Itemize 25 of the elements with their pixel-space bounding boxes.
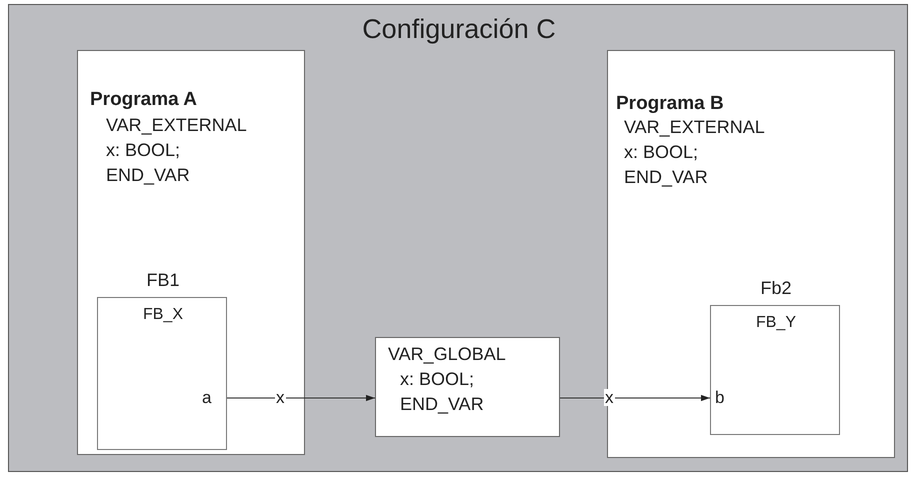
code-line: x: BOOL; <box>106 140 180 160</box>
code-line: VAR_EXTERNAL <box>624 117 765 137</box>
pin-label: b <box>715 388 724 407</box>
block-instance-name: Fb2 <box>759 278 793 298</box>
code-line: x: BOOL; <box>400 369 474 389</box>
arrow <box>226 394 376 402</box>
block-type-name: FB_X <box>142 306 184 324</box>
program-box <box>77 50 305 455</box>
code-line: VAR_GLOBAL <box>388 344 506 364</box>
global-variable-box <box>375 337 560 437</box>
code-line: END_VAR <box>400 394 484 414</box>
code-line: VAR_EXTERNAL <box>106 115 247 135</box>
edge-label: x <box>604 389 614 406</box>
arrow <box>560 394 710 402</box>
block-instance-name: FB1 <box>145 270 180 290</box>
program-box <box>607 50 895 458</box>
program-heading: Programa A <box>90 89 197 110</box>
code-line: END_VAR <box>106 165 190 185</box>
code-line: x: BOOL; <box>624 142 698 162</box>
code-line: END_VAR <box>624 167 708 187</box>
program-heading: Programa B <box>616 93 724 114</box>
block-type-name: FB_Y <box>754 314 797 332</box>
configuration-panel <box>8 4 908 472</box>
panel-heading: Configuración C <box>361 15 557 44</box>
pin-label: a <box>202 388 212 407</box>
